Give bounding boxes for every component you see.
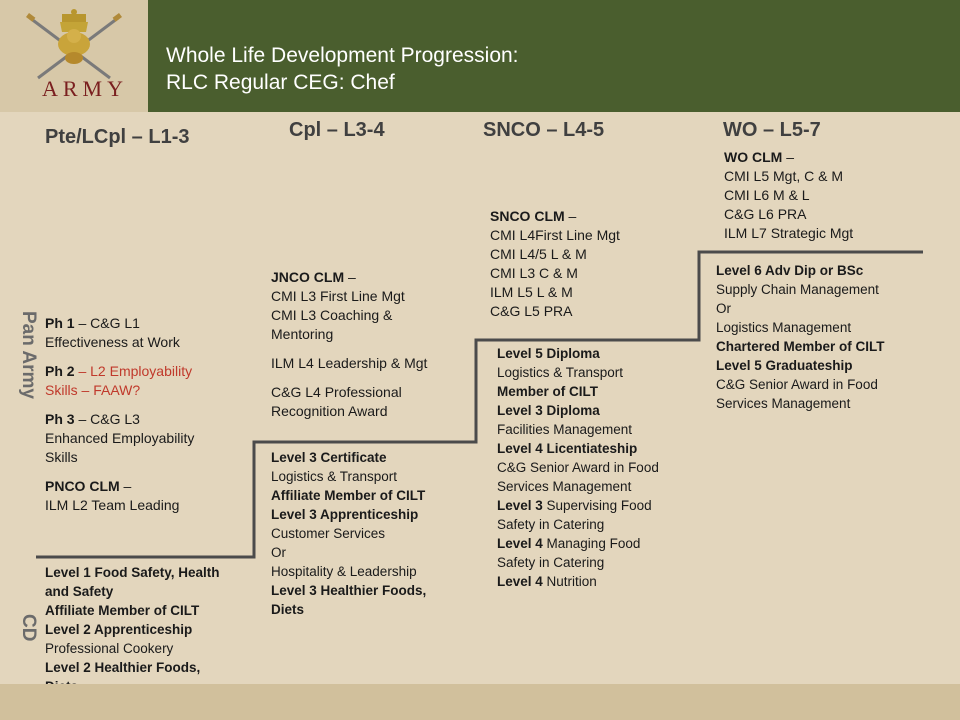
cd-pte-block: Level 1 Food Safety, Health and Safety A… — [45, 565, 220, 694]
footer-bar — [0, 684, 960, 720]
side-label-cd: CD — [18, 614, 39, 642]
pan-army-pte-block: Ph 1 – C&G L1 Effectiveness at Work Ph 2… — [45, 315, 195, 513]
army-logo: ARMY — [0, 0, 148, 112]
cd-snco-block: Level 5 Diploma Logistics & Transport Me… — [497, 346, 659, 589]
army-crest-icon — [26, 9, 122, 80]
pan-army-snco-block: SNCO CLM – CMI L4First Line Mgt CMI L4/5… — [490, 208, 620, 319]
pan-army-wo-block: WO CLM – CMI L5 Mgt, C & M CMI L6 M & L … — [724, 149, 854, 241]
page-title-line2: RLC Regular CEG: Chef — [166, 71, 395, 94]
pan-army-cpl-block: JNCO CLM – CMI L3 First Line Mgt CMI L3 … — [271, 269, 428, 419]
cd-cpl-block: Level 3 Certificate Logistics & Transpor… — [271, 450, 427, 617]
header-bar: Whole Life Development Progression: RLC … — [148, 0, 960, 112]
army-wordmark: ARMY — [42, 76, 129, 101]
column-header-snco: SNCO – L4-5 — [483, 119, 605, 141]
cd-wo-block: Level 6 Adv Dip or BSc Supply Chain Mana… — [716, 263, 885, 411]
column-header-cpl: Cpl – L3-4 — [289, 119, 385, 141]
page-title-line1: Whole Life Development Progression: — [166, 44, 519, 67]
column-header-pte: Pte/LCpl – L1-3 — [45, 126, 190, 148]
column-header-wo: WO – L5-7 — [723, 119, 821, 141]
side-label-pan-army: Pan Army — [18, 311, 39, 399]
